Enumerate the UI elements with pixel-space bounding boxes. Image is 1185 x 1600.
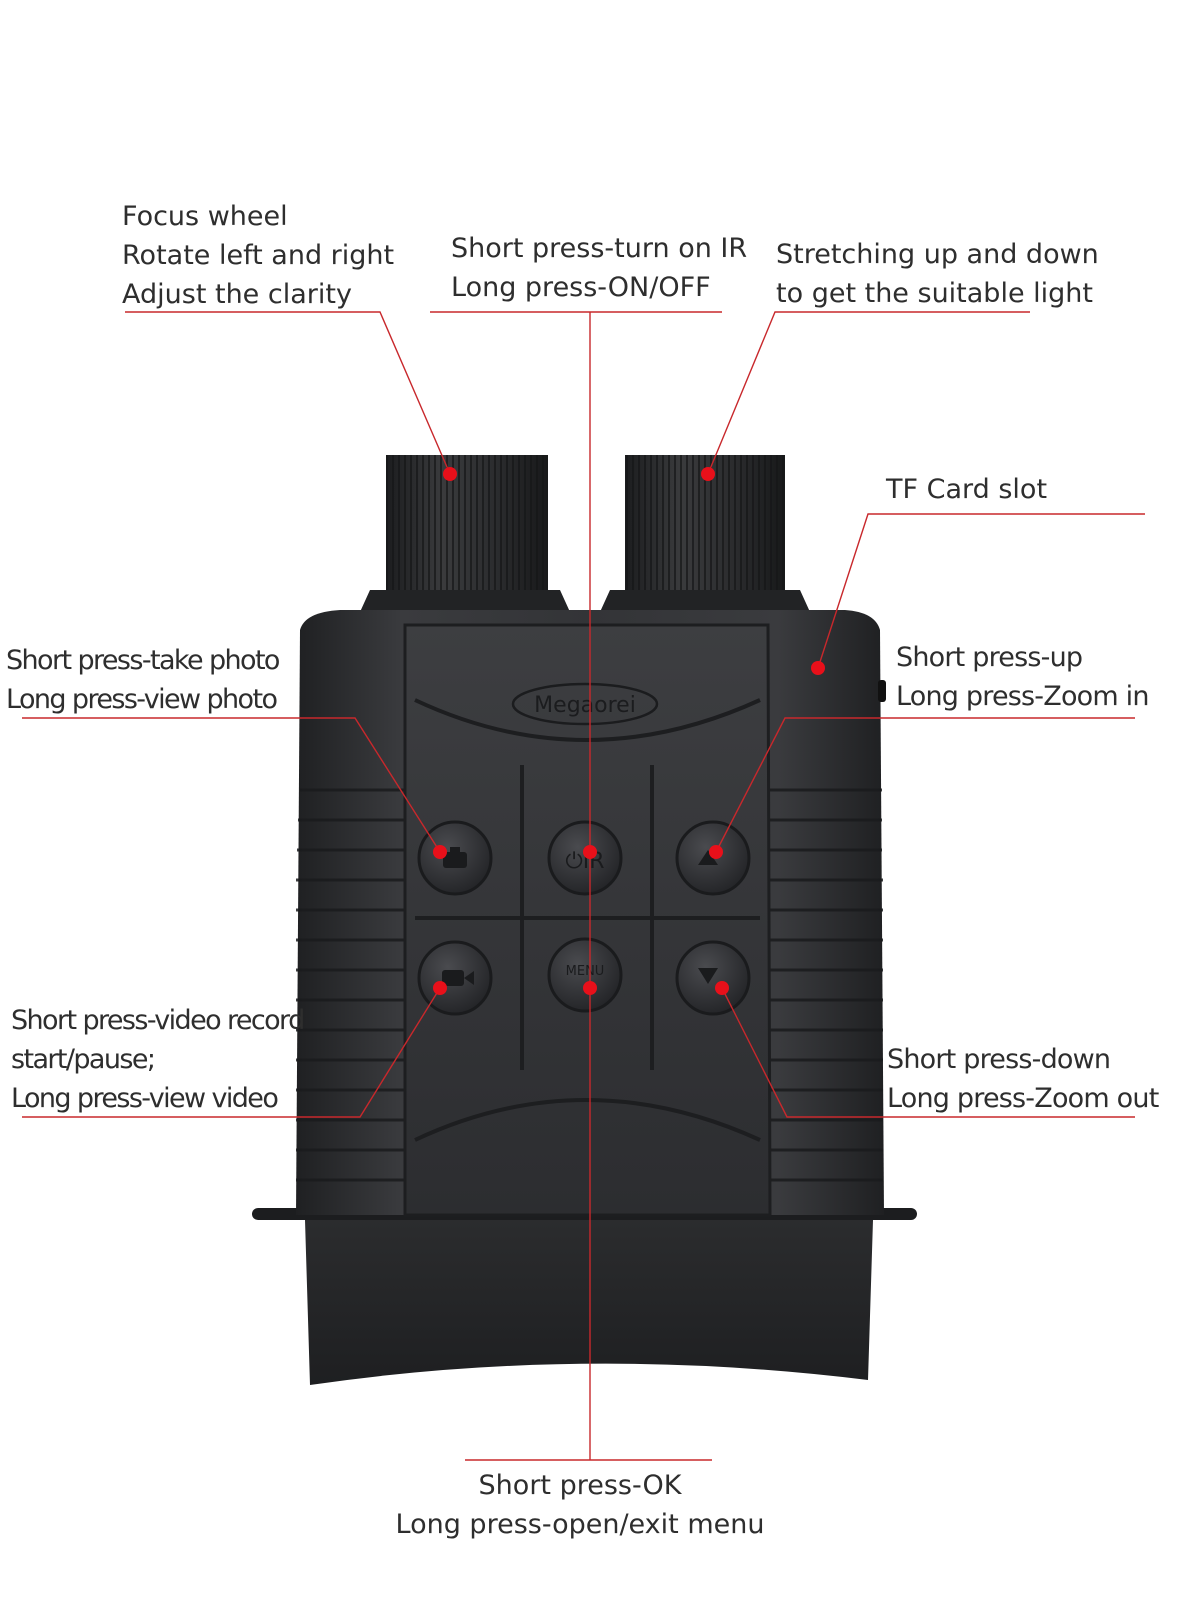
- leader-photo: [22, 717, 441, 853]
- menu-ok-icon: MENU: [566, 964, 605, 979]
- marker-video: [433, 981, 447, 995]
- callout-tf-card: TF Card slot: [886, 474, 1048, 505]
- control-panel: [403, 623, 772, 1217]
- left-eyepiece: [360, 455, 570, 612]
- right-eyepiece: [600, 455, 810, 612]
- marker-power-ir: [583, 845, 597, 859]
- callout-zoom-in: Short press-up Long press-Zoom in: [896, 642, 1149, 712]
- marker-stretch: [701, 467, 715, 481]
- callout-video: Short press-video record start/pause; Lo…: [11, 1005, 305, 1114]
- leader-stretch: [707, 311, 1030, 475]
- power-ir-button[interactable]: ⏻IR: [547, 820, 623, 896]
- marker-zoom-in: [709, 845, 723, 859]
- callout-power-ir: Short press-turn on IR Long press-ON/OFF: [451, 233, 748, 303]
- marker-focus-wheel: [443, 467, 457, 481]
- markers: [433, 467, 825, 995]
- marker-zoom-out: [715, 981, 729, 995]
- camera-icon: [443, 847, 467, 868]
- up-zoom-in-icon: [698, 850, 718, 865]
- zoom-out-button[interactable]: [675, 940, 751, 1016]
- photo-button[interactable]: [417, 820, 493, 896]
- lens-housing: [252, 1208, 917, 1385]
- leader-zoom-out: [721, 987, 1135, 1118]
- callout-focus-wheel: Focus wheel Rotate left and right Adjust…: [122, 201, 395, 310]
- callout-zoom-out: Short press-down Long press-Zoom out: [887, 1044, 1159, 1114]
- leader-zoom-in: [715, 717, 1135, 853]
- marker-menu: [583, 981, 597, 995]
- leader-video: [22, 987, 441, 1118]
- leader-focus-wheel: [125, 311, 451, 475]
- marker-tf-card: [811, 661, 825, 675]
- menu-ok-button[interactable]: MENU: [547, 937, 623, 1013]
- callout-ok-menu: Short press-OK Long press-open/exit menu: [395, 1470, 765, 1540]
- video-button[interactable]: [417, 940, 493, 1016]
- callout-photo: Short press-take photo Long press-view p…: [6, 645, 280, 715]
- leader-lines: [22, 311, 1145, 1461]
- leader-tf-card: [817, 513, 1145, 669]
- down-zoom-out-icon: [698, 968, 718, 984]
- callout-stretch: Stretching up and down to get the suitab…: [776, 239, 1099, 309]
- marker-photo: [433, 845, 447, 859]
- brand-logo: Megaorei: [534, 693, 636, 718]
- video-icon: [442, 970, 474, 986]
